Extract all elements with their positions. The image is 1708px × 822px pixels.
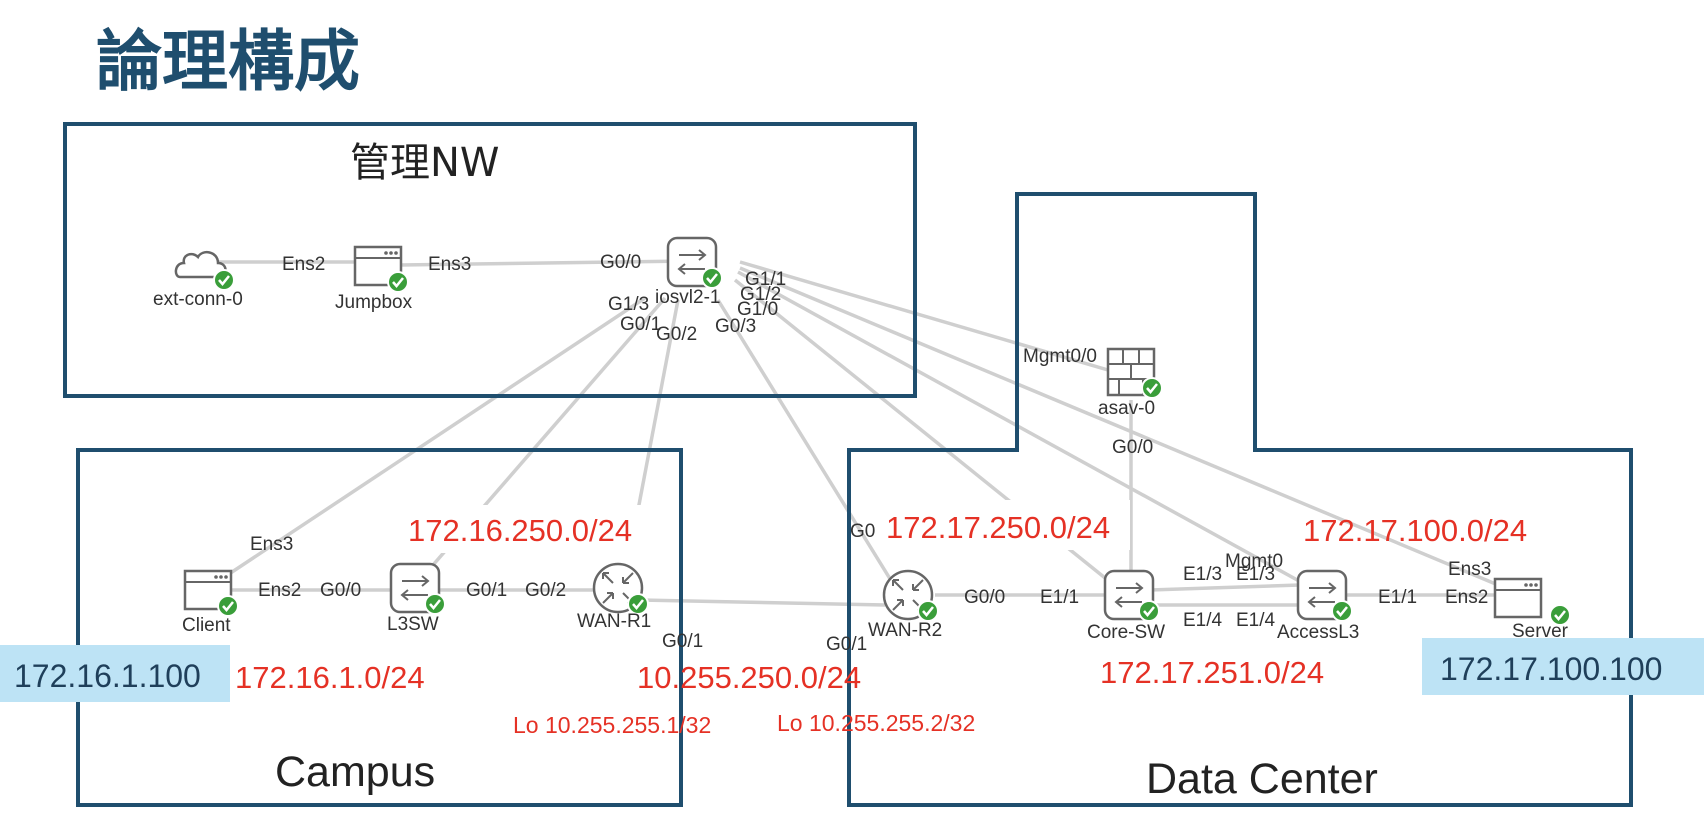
link-iosvl2-wanr1 [636,299,680,511]
port-label: E1/3 [1183,564,1222,585]
device-label-wan-r2: WAN-R2 [868,620,942,641]
port-label: G1/2 [740,284,781,305]
region-dc-label: Data Center [1146,755,1378,803]
device-access-l3[interactable]: AccessL3 [1277,569,1359,643]
port-label: G0 [850,521,875,542]
status-ok-icon [1137,599,1161,623]
port-label: Ens3 [1448,559,1491,580]
link-coresw-accessl3-a [1149,583,1301,592]
loopback-label-r2: Lo 10.255.255.2/32 [777,710,975,736]
subnet-label-dc-server: 172.17.100.0/24 [1303,513,1527,548]
port-label: Ens2 [1445,587,1488,608]
status-ok-icon [423,592,447,616]
link-iosvl2-wanr2 [716,299,902,596]
status-ok-icon [1330,599,1354,623]
device-label-access-l3: AccessL3 [1277,622,1359,643]
port-label: Ens3 [250,534,293,555]
port-label: G0/0 [600,252,641,273]
subnet-label-campus-mgmt: 172.16.250.0/24 [408,513,632,548]
device-l3sw[interactable]: L3SW [387,562,447,635]
port-label: G0/0 [1112,437,1153,458]
device-label-l3sw: L3SW [387,614,439,635]
link-iosvl2-asav [739,260,1126,377]
link-iosvl2-client [219,296,646,582]
device-server[interactable]: Server [1493,577,1572,642]
port-label: Mgmt0/0 [1023,346,1097,367]
port-label: Mgmt0 [1225,551,1283,572]
loopback-label-r1: Lo 10.255.255.1/32 [513,712,711,738]
region-campus-label: Campus [275,748,435,796]
port-label: G0/0 [320,580,361,601]
status-ok-icon [216,594,240,618]
device-label-jumpbox: Jumpbox [335,292,413,313]
status-ok-icon [1140,376,1164,400]
link-iosvl2-server [739,266,1511,592]
device-iosvl2[interactable]: iosvl2-1 [655,236,724,308]
device-label-iosvl2: iosvl2-1 [655,287,720,308]
region-mgmt-box [63,122,917,398]
device-asav[interactable]: asav-0 [1098,347,1164,419]
port-label: E1/1 [1040,587,1079,608]
subnet-label-wan: 10.255.250.0/24 [637,660,861,695]
server-icon [1493,577,1543,619]
port-label: G1/3 [608,294,649,315]
subnet-label-dc-core: 172.17.251.0/24 [1100,655,1324,690]
link-jumpbox-iosvl2 [399,259,691,267]
port-label: Ens2 [282,254,325,275]
port-label: E1/4 [1183,610,1223,631]
device-label-asav: asav-0 [1098,398,1155,419]
page-title: 論理構成 [96,23,360,100]
label-mask-campus [395,505,677,553]
label-mask-wan [635,650,860,745]
port-label: G0/2 [525,580,566,601]
region-campus-box [76,448,683,807]
device-ext-conn[interactable]: ext-conn-0 [153,250,243,310]
port-label: E1/4 [1236,610,1276,631]
device-wan-r1[interactable]: WAN-R1 [577,562,651,632]
status-ok-icon [212,268,236,292]
links [200,259,1511,607]
device-label-server: Server [1512,621,1569,642]
device-label-wan-r1: WAN-R1 [577,611,651,632]
device-wan-r2[interactable]: WAN-R2 [868,569,942,641]
port-label: G0/1 [466,580,507,601]
host-ip-server: 172.17.100.100 [1440,651,1662,687]
port-label: G0/1 [662,631,703,652]
subnet-label-dc-mgmt: 172.17.250.0/24 [886,510,1110,545]
device-core-sw[interactable]: Core-SW [1087,569,1165,643]
port-label: Ens3 [428,254,471,275]
port-label: G0/1 [620,314,661,335]
port-labels: Ens2 Ens3 G0/0 G1/1 G1/2 G1/0 G1/3 G0/1 … [250,252,1491,655]
port-label: G0/2 [656,324,697,345]
status-ok-icon [700,266,724,290]
device-label-core-sw: Core-SW [1087,622,1165,643]
label-mask-dc-mgmt [880,500,1130,550]
port-label: G1/1 [745,269,786,290]
status-ok-icon [386,270,410,294]
port-label: Ens2 [258,580,301,601]
port-label: G0/1 [826,634,867,655]
device-client[interactable]: Client [182,569,240,636]
link-iosvl2-accessl3 [737,270,1311,589]
host-ip-client: 172.16.1.100 [14,658,201,694]
port-label: G0/0 [964,587,1005,608]
region-mgmt-label: 管理NW [350,140,499,186]
port-label: G0/3 [715,316,756,337]
port-label: E1/1 [1378,587,1417,608]
host-ip-box-server [1422,638,1704,695]
status-ok-icon [916,599,940,623]
port-label: E1/3 [1236,564,1275,585]
device-label-ext-conn: ext-conn-0 [153,289,243,310]
device-jumpbox[interactable]: Jumpbox [335,245,413,313]
device-label-client: Client [182,615,231,636]
host-ip-box-client [0,645,230,702]
port-label: G1/0 [737,299,778,320]
subnet-label-campus-lan: 172.16.1.0/24 [235,660,425,695]
